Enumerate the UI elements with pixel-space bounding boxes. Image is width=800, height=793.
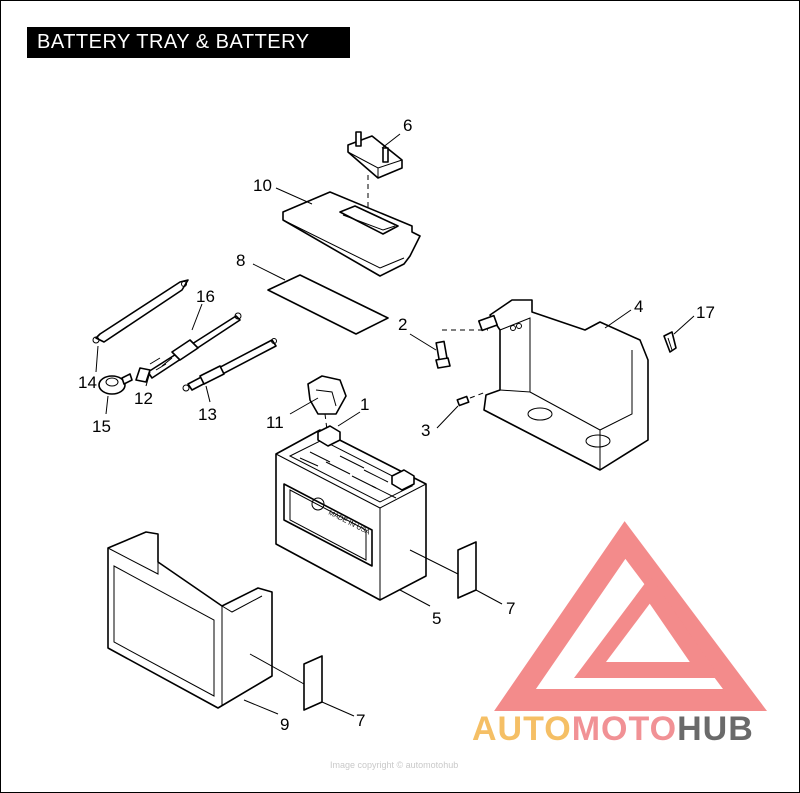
watermark-logo: AUTOMOTOHUB	[472, 521, 767, 748]
part-15-terminal-boot	[98, 373, 133, 395]
callout-6: 6	[403, 116, 412, 135]
leader-lines	[95, 133, 695, 717]
footer-text: Image copyright © automotohub	[330, 760, 458, 770]
part-2-screw	[435, 329, 488, 369]
callout-8: 8	[236, 251, 245, 270]
callout-4: 4	[634, 297, 643, 316]
watermark-auto: AUTO	[472, 710, 572, 748]
part-6-hold-down-clamp	[347, 131, 403, 215]
callout-14: 14	[78, 373, 97, 392]
callout-16: 16	[196, 287, 215, 306]
part-13-short-cable	[182, 338, 277, 392]
callout-7a: 7	[506, 599, 515, 618]
watermark-text: AUTOMOTOHUB	[472, 710, 754, 748]
callout-11: 11	[266, 413, 284, 432]
part-7-label-battery	[457, 541, 477, 599]
watermark-triangle-icon	[494, 521, 767, 711]
callout-9: 9	[280, 715, 289, 734]
page-title: BATTERY TRAY & BATTERY	[37, 31, 310, 53]
part-8-pad	[267, 274, 389, 335]
part-12-16-cable-assembly	[135, 312, 242, 383]
part-17-clip	[663, 331, 677, 353]
callout-3: 3	[421, 421, 430, 440]
part-4-battery-tray	[477, 299, 649, 471]
callout-1: 1	[360, 395, 369, 414]
part-3-screw	[456, 391, 487, 407]
part-7-label-cover	[303, 655, 323, 711]
part-10-top-cover	[282, 191, 421, 277]
callout-7b: 7	[356, 711, 365, 730]
watermark-hub: HUB	[677, 710, 754, 748]
part-14-cable	[92, 279, 189, 344]
callout-5: 5	[432, 609, 441, 628]
callout-2: 2	[398, 315, 407, 334]
callout-12: 12	[134, 389, 153, 408]
callout-13: 13	[198, 405, 217, 424]
callout-10: 10	[253, 176, 272, 195]
title-banner: BATTERY TRAY & BATTERY	[27, 27, 350, 58]
watermark-moto: MOTO	[572, 710, 677, 748]
callout-17: 17	[696, 303, 715, 322]
callout-15: 15	[92, 417, 111, 436]
part-5-battery: MADE IN USA	[275, 425, 427, 601]
part-9-side-cover	[107, 531, 273, 709]
callout-labels: 6 10 8 2 4 17 16 14 12 13 15 11 1 3 5 7 …	[78, 116, 715, 734]
